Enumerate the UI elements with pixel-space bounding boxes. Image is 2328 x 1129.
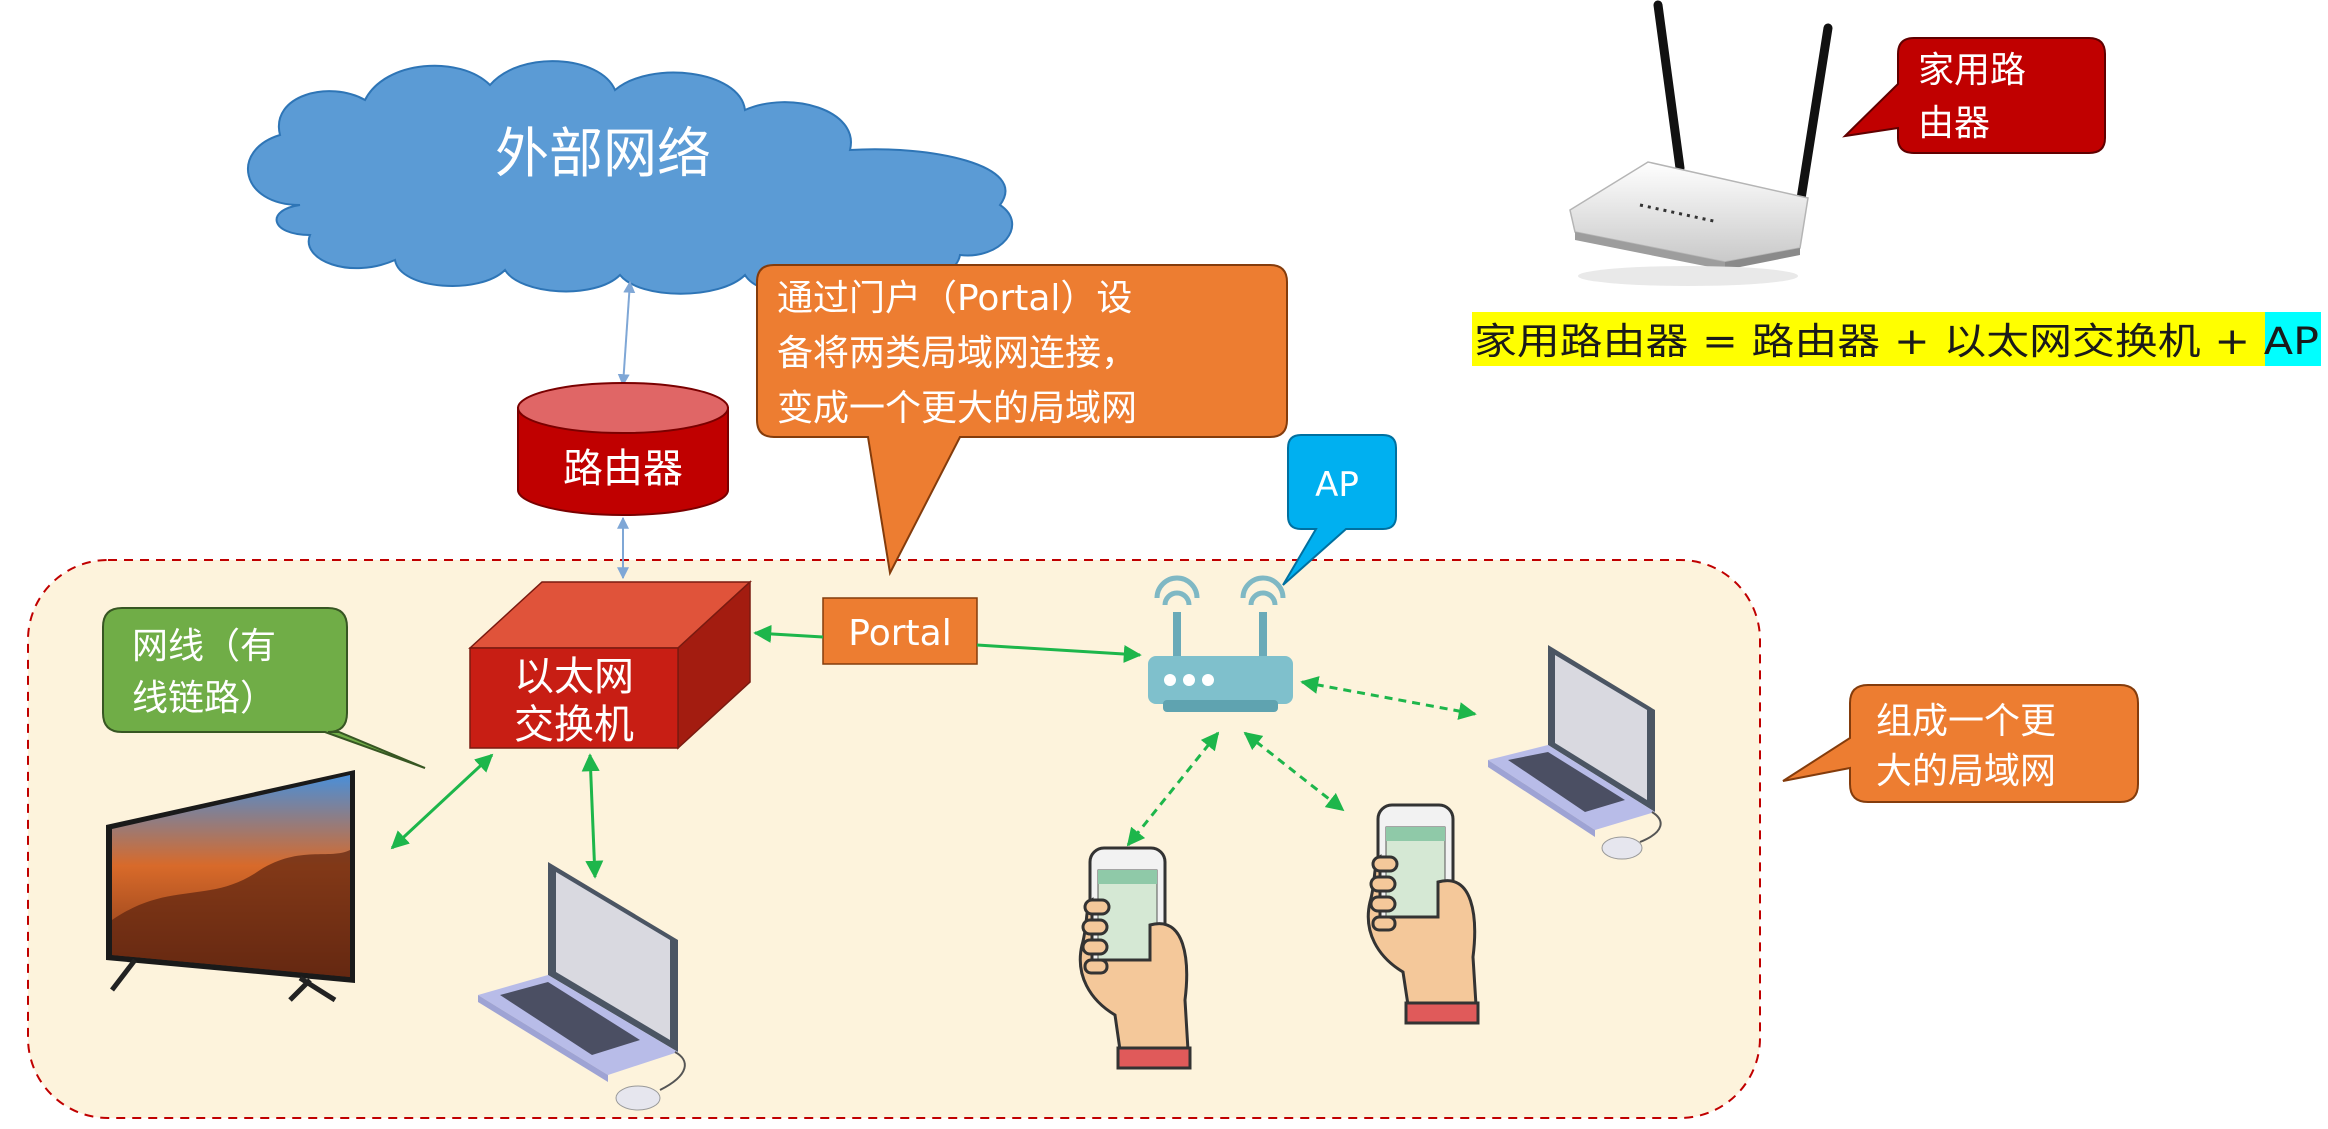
cloud-icon [247, 60, 1014, 295]
wlink-ap-phone1 [1126, 731, 1220, 847]
lan-callout-line2: 大的局域网 [1876, 751, 2056, 792]
home-router-icon [1569, 0, 1833, 286]
link-switch-laptop [581, 753, 604, 879]
laptop-icon [478, 862, 686, 1111]
laptop-icon [1488, 645, 1662, 860]
wireless-ap-icon [1148, 575, 1293, 712]
portal-box [822, 597, 978, 665]
portal-callout-line1: 通过门户（Portal）设 [777, 278, 1132, 319]
cable-callout [102, 607, 426, 769]
link-switch-tv [390, 753, 494, 850]
home-router-callout-line1: 家用路 [1918, 50, 2026, 91]
formula-highlight-cyan [2265, 312, 2321, 366]
lan-callout [1782, 684, 2139, 803]
cable-callout-line1: 网线（有 [132, 626, 276, 667]
wlink-ap-laptop [1300, 676, 1477, 720]
switch-label-line1: 以太网 [514, 654, 634, 700]
link-portal-switch [753, 624, 824, 643]
formula-ap: AP [2264, 320, 2319, 363]
cable-callout-line2: 线链路） [132, 678, 276, 719]
smartphone-icon [1366, 803, 1480, 1025]
lan-callout-line1: 组成一个更 [1876, 701, 2056, 742]
formula-highlight-yellow [1472, 312, 2267, 366]
router-label: 路由器 [563, 446, 683, 492]
switch-icon [468, 580, 752, 750]
link-portal-ap [976, 643, 1142, 663]
home-router-callout [1842, 37, 2106, 154]
wlink-ap-phone2 [1243, 731, 1345, 812]
smartphone-icon [1078, 846, 1192, 1070]
portal-callout-line3: 变成一个更大的局域网 [777, 388, 1137, 429]
ap-callout [1282, 434, 1397, 586]
formula: 家用路由器 = 路由器 + 以太网交换机 + AP [1474, 320, 2319, 363]
formula-main: 家用路由器 = 路由器 + 以太网交换机 + [1474, 320, 2264, 363]
portal-label: Portal [848, 613, 951, 654]
tv-icon [106, 770, 355, 1003]
portal-callout-line2: 备将两类局域网连接， [777, 333, 1137, 374]
ap-callout-label: AP [1315, 465, 1359, 505]
router-icon [517, 382, 729, 516]
switch-label-line2: 交换机 [514, 702, 634, 748]
cloud-label: 外部网络 [495, 122, 711, 185]
portal-callout [756, 264, 1288, 577]
home-router-callout-line2: 由器 [1918, 103, 1990, 144]
link-cloud-router [617, 280, 636, 387]
